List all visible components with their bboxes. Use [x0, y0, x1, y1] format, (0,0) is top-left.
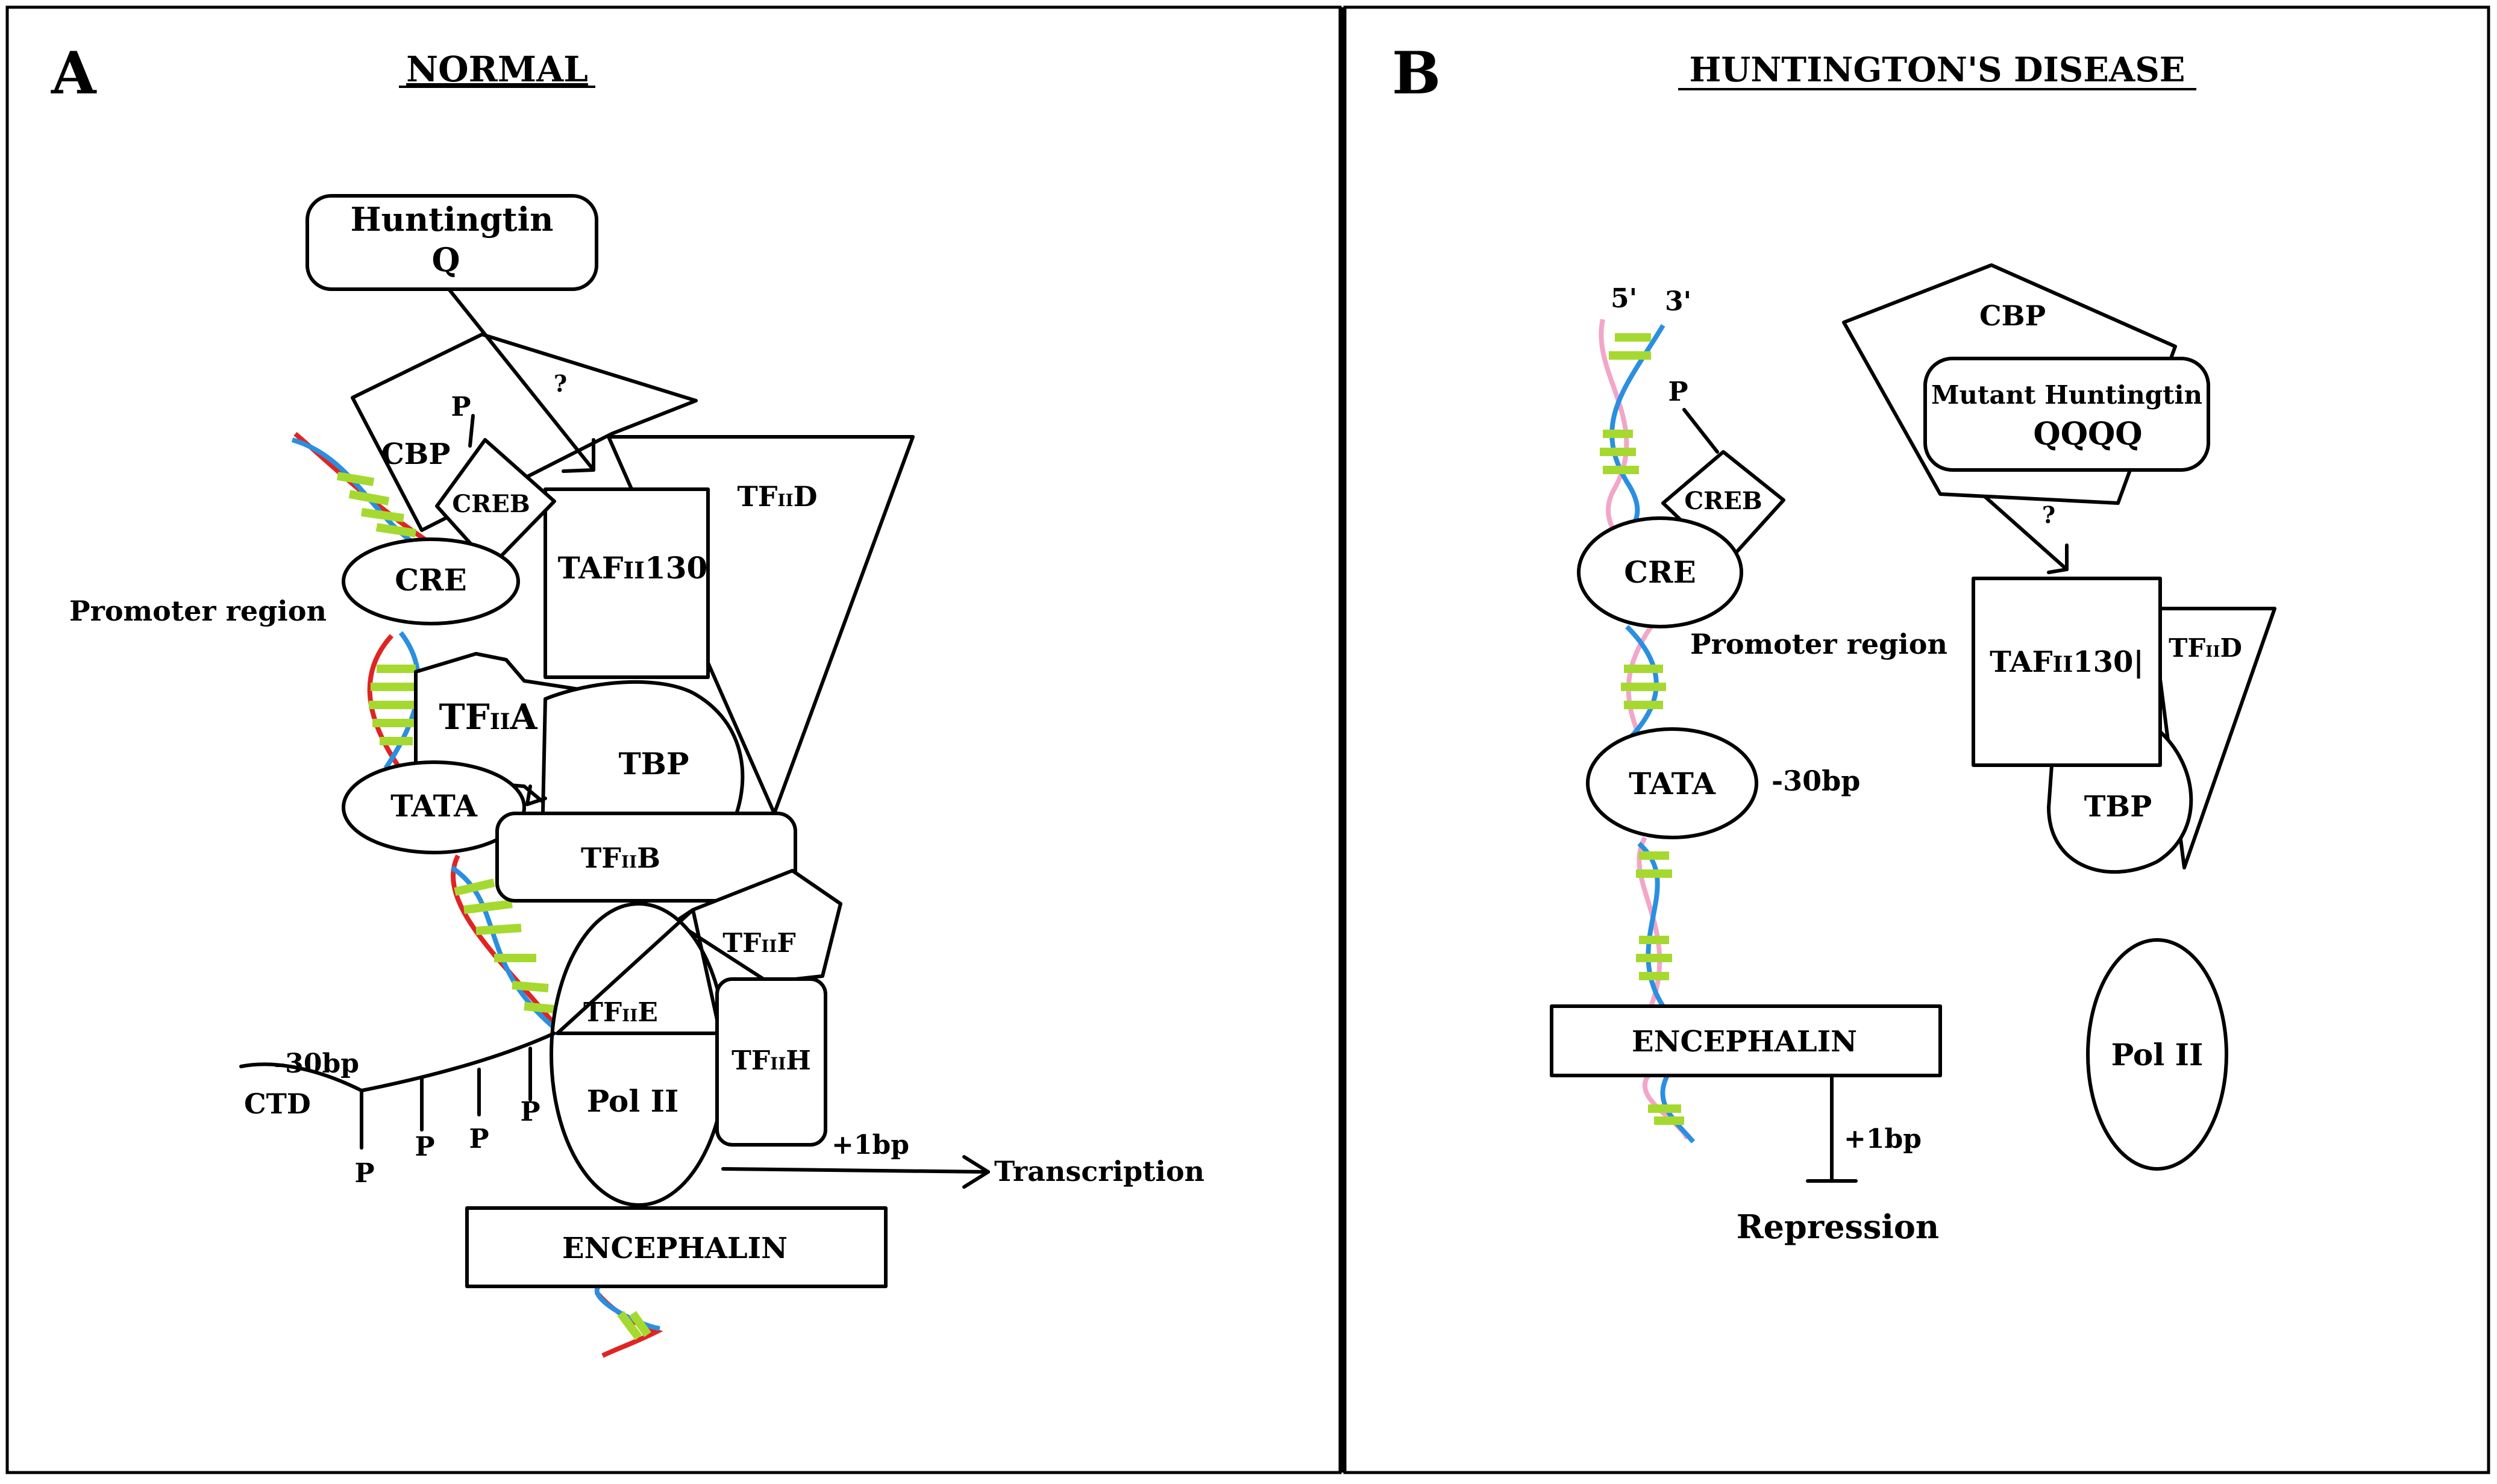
mutant-q-label: QQQQ	[2033, 416, 2142, 452]
tbp-shape-a	[540, 680, 745, 842]
ctd-p-2: P	[415, 1132, 434, 1162]
creb-p-label-a: P	[451, 392, 471, 422]
panel-b-title: HUNTINGTON'S DISEASE	[1690, 50, 2185, 90]
panel-b-frame	[1343, 5, 2490, 1474]
huntingtin-arrow	[447, 287, 595, 472]
creb-label-a: CREB	[452, 490, 530, 518]
huntingtin-box	[305, 194, 598, 291]
creb-p-link-b	[1682, 408, 1719, 454]
transcription-arrow	[721, 1167, 990, 1174]
encephalin-label-b: ENCEPHALIN	[1632, 1025, 1857, 1059]
creb-p-label-b: P	[1668, 377, 1688, 407]
huntingtin-label: Huntingtin	[351, 200, 554, 239]
plus1bp-label-a: +1bp	[832, 1130, 909, 1160]
cre-ellipse-b	[1577, 516, 1743, 628]
ctd-p-3: P	[469, 1124, 489, 1154]
tfiie-shape	[556, 908, 722, 1035]
dna-b-segment-top	[1599, 319, 1665, 545]
mutant-arrowhead	[2047, 543, 2069, 574]
huntingtin-arrowhead	[562, 438, 595, 473]
tfiih-box	[715, 977, 827, 1147]
taf130-label-a: TAFII130	[558, 550, 708, 586]
taf130-label-b: TAFII130|	[1990, 645, 2144, 679]
encephalin-label-a: ENCEPHALIN	[562, 1232, 788, 1265]
huntingtin-q-label: Q	[431, 240, 460, 279]
panel-a-frame	[5, 5, 1342, 1474]
encephalin-box-b	[1550, 1004, 1942, 1077]
tata-ellipse-a	[342, 760, 526, 854]
tfiid-label-b: TFIID	[2169, 633, 2242, 663]
tfiib-label: TFIIB	[581, 842, 660, 874]
mutant-huntingtin-label: Mutant Huntingtin	[1931, 380, 2202, 410]
tata-label-a: TATA	[390, 788, 478, 824]
minus30bp-label-a: -30bp	[274, 1048, 359, 1079]
tata-ellipse-b	[1586, 727, 1758, 839]
ctd-tail	[239, 1032, 556, 1092]
tfiia-arrowhead	[525, 784, 547, 806]
creb-p-link-a	[468, 414, 475, 448]
ctd-phospho-sticks	[360, 1047, 532, 1150]
panel-a: A NORMAL	[51, 39, 1205, 1358]
cbp-shape	[351, 333, 698, 532]
taf130-box-a	[544, 487, 710, 679]
promoter-label-a: Promoter region	[69, 595, 327, 627]
tfiib-box	[495, 812, 797, 903]
question-mark-b: ?	[2042, 501, 2055, 528]
panel-b: B HUNTINGTON'S DISEASE	[1392, 39, 2276, 1246]
dna-b-segment-lower	[1636, 836, 1672, 1008]
cbp-label-a: CBP	[381, 437, 451, 471]
tfiih-label: TFIIH	[732, 1045, 811, 1076]
taf130-box-b	[1972, 577, 2162, 767]
five-prime-label: 5'	[1611, 283, 1637, 314]
repression-label: Repression	[1737, 1207, 1939, 1246]
panel-b-letter: B	[1392, 39, 1441, 107]
dna-b-segment-bottom	[1643, 1071, 1696, 1144]
tbp-label-b: TBP	[2084, 790, 2152, 824]
dna-segment-bottom	[594, 1281, 663, 1358]
tfiie-label: TFIIE	[583, 997, 658, 1028]
panel-a-letter: A	[51, 39, 97, 107]
tfiif-label: TFIIF	[722, 928, 795, 959]
cre-label-b: CRE	[1624, 554, 1696, 590]
transcription-label: Transcription	[994, 1155, 1205, 1188]
tbp-label-a: TBP	[618, 746, 689, 781]
transcription-arrowhead	[962, 1155, 990, 1189]
tfiid-label-a: TFIID	[738, 480, 818, 513]
tata-label-b: TATA	[1629, 766, 1716, 801]
question-mark-a: ?	[554, 370, 567, 397]
pol2-ellipse-b	[2086, 938, 2228, 1171]
cre-ellipse-a	[342, 537, 520, 625]
cbp-label-b: CBP	[1979, 299, 2046, 332]
promoter-label-b: Promoter region	[1690, 628, 1947, 660]
mutant-arrow	[1984, 495, 2069, 571]
panel-a-title: NORMAL	[406, 49, 588, 90]
ctd-label: CTD	[244, 1088, 311, 1120]
cre-label-a: CRE	[395, 562, 466, 598]
pol2-label-b: Pol II	[2111, 1037, 2204, 1072]
creb-label-b: CREB	[1684, 487, 1762, 515]
encephalin-box-a	[465, 1206, 888, 1288]
dna-segment-lower	[450, 854, 559, 1033]
tfiia-label: TFIIA	[439, 697, 537, 737]
pol2-label-a: Pol II	[587, 1083, 679, 1119]
three-prime-label: 3'	[1665, 286, 1691, 317]
dna-b-segment-mid	[1621, 625, 1666, 743]
ctd-p-1: P	[354, 1158, 374, 1189]
minus30bp-label-b: -30bp	[1772, 765, 1860, 797]
mutant-huntingtin-box	[1923, 357, 2210, 472]
plus1bp-label-b: +1bp	[1844, 1124, 1922, 1154]
ctd-p-4: P	[520, 1097, 540, 1127]
